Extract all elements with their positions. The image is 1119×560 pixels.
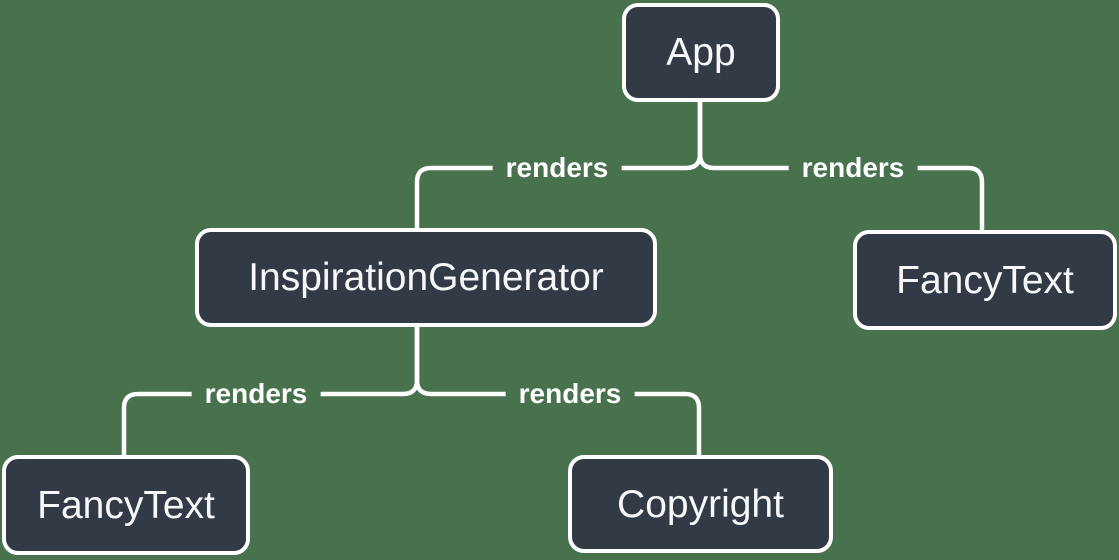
node-copyright-label: Copyright [617, 482, 784, 526]
node-fancy-text-right-label: FancyText [896, 258, 1074, 302]
node-inspiration-generator-label: InspirationGenerator [248, 256, 604, 299]
edge-label-renders-3: renders [191, 377, 321, 411]
node-app: App [622, 3, 780, 102]
node-inspiration-generator: InspirationGenerator [195, 228, 657, 327]
node-fancy-text-right: FancyText [853, 230, 1117, 330]
node-fancy-text-left: FancyText [2, 455, 250, 555]
edge-label-renders-1: renders [492, 151, 622, 185]
node-copyright: Copyright [568, 455, 833, 553]
edge-label-renders-4: renders [505, 377, 635, 411]
node-app-label: App [666, 31, 736, 74]
edge-label-renders-2: renders [788, 151, 918, 185]
node-fancy-text-left-label: FancyText [37, 483, 215, 527]
